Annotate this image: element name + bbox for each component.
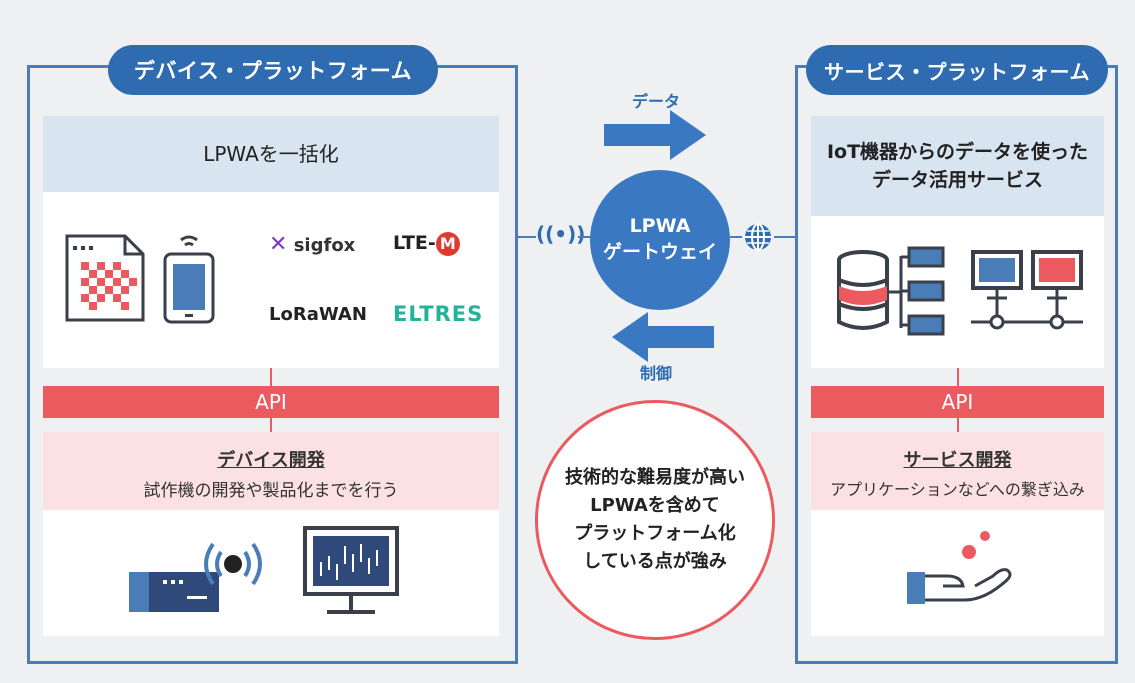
data-label: データ — [632, 92, 681, 111]
left-link-line — [518, 236, 536, 238]
device-transmitter-icon — [129, 542, 262, 612]
service-platform-title: サービス・プラットフォーム — [806, 45, 1108, 95]
qr-document-icon — [65, 234, 145, 322]
device-dev-illustration-panel — [43, 510, 499, 636]
smartphone-icon — [163, 235, 215, 324]
left-api-bar: API — [43, 386, 499, 418]
service-dev-illustration-panel — [811, 510, 1104, 636]
hand-offering-icon — [907, 531, 1012, 604]
gateway-left-line — [578, 236, 592, 238]
network-monitors-icon — [971, 250, 1083, 330]
right-api-bar: API — [811, 386, 1104, 418]
chart-monitor-icon — [303, 526, 399, 614]
device-development-box: デバイス開発 試作機の開発や製品化までを行う — [43, 432, 499, 510]
service-development-title: サービス開発 — [903, 450, 1012, 471]
right-connector-line-2 — [957, 418, 959, 432]
device-development-desc: 試作機の開発や製品化までを行う — [143, 481, 399, 501]
data-arrow-right-icon — [604, 110, 706, 160]
lte-m-logo: LTE-M — [393, 232, 460, 256]
right-link-line — [774, 236, 795, 238]
device-logos-panel: ✕ sigfox LTE-M LoRaWAN ELTRES — [43, 192, 499, 368]
sigfox-logo: ✕ sigfox — [269, 232, 356, 257]
left-connector-line-2 — [270, 418, 272, 432]
gateway-right-line — [730, 236, 742, 238]
eltres-logo: ELTRES — [393, 302, 484, 326]
wireless-signal-icon: ((•)) — [536, 222, 586, 246]
device-platform-title: デバイス・プラットフォーム — [108, 45, 438, 95]
strength-circle: 技術的な難易度が高い LPWAを含めて プラットフォーム化 している点が強み — [535, 400, 775, 640]
lpwa-gateway-circle: LPWA ゲートウェイ — [590, 170, 730, 310]
database-server-icon — [837, 246, 945, 336]
control-label: 制御 — [640, 364, 673, 383]
left-connector-line — [270, 368, 272, 388]
right-connector-line — [957, 368, 959, 388]
control-arrow-left-icon — [612, 312, 714, 362]
device-development-title: デバイス開発 — [217, 450, 325, 471]
lorawan-logo: LoRaWAN — [269, 304, 367, 325]
globe-icon — [745, 223, 771, 251]
iot-data-service-label: IoT機器からのデータを使ったデータ活用サービス — [811, 116, 1104, 216]
service-illustration-panel — [811, 216, 1104, 368]
service-development-box: サービス開発 アプリケーションなどへの繋ぎ込み — [811, 432, 1104, 510]
lpwa-unify-label: LPWAを一括化 — [43, 116, 499, 192]
service-development-desc: アプリケーションなどへの繋ぎ込み — [830, 480, 1085, 499]
